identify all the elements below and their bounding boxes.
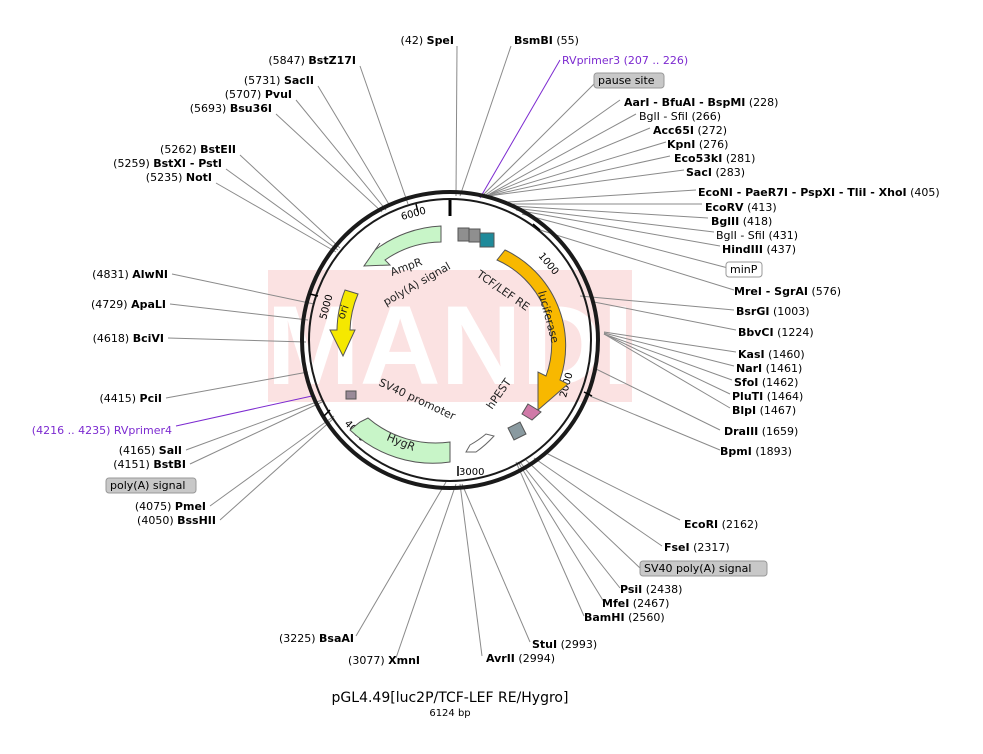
- label-noti: (5235) NotI: [146, 171, 212, 184]
- label-bgli-sfii-431: BglI - SfiI (431): [716, 229, 798, 242]
- ampr-arrow: [363, 225, 442, 267]
- left-labels: (5847) BstZ17I (5731) SacII (5707) PvuI …: [91, 54, 420, 667]
- label-blpi: BlpI (1467): [732, 404, 796, 417]
- label-psii: PsiI (2438): [620, 583, 682, 596]
- label-nari: NarI (1461): [736, 362, 802, 375]
- backbone-inner: [308, 198, 592, 482]
- label-bsrgi: BsrGI (1003): [736, 305, 810, 318]
- polya-signal-text: poly(A) signal: [110, 479, 185, 492]
- label-bcivi: (4618) BciVI: [93, 332, 164, 345]
- label-sali: (4165) SalI: [119, 444, 182, 457]
- tcf-lef-box: [479, 232, 495, 248]
- right-labels: AarI - BfuAI - BspMI (228) BglI - SfiI (…: [486, 96, 940, 665]
- label-pmei: (4075) PmeI: [135, 500, 206, 513]
- primer-label-rvprimer3: RVprimer3 (207 .. 226): [562, 54, 688, 67]
- watermark-backdrop: [268, 270, 632, 402]
- label-bstz17i: (5847) BstZ17I: [268, 54, 356, 67]
- label-pluti: PluTI (1464): [732, 390, 803, 403]
- label-avrii: AvrII (2994): [486, 652, 555, 665]
- label-sacii: (5731) SacII: [244, 74, 314, 87]
- minp-badge: [725, 261, 763, 278]
- label-bsteii: (5262) BstEII: [160, 143, 236, 156]
- backbone-outer: [300, 190, 600, 490]
- label-xmni: (3077) XmnI: [348, 654, 420, 667]
- label-apali: (4729) ApaLI: [91, 298, 166, 311]
- label-mrei-sgrai: MreI - SgrAI (576): [734, 285, 841, 298]
- leader-lines: [165, 45, 737, 659]
- boxed-labels: pause site minP poly(A) signal SV40 poly…: [105, 72, 768, 577]
- tick-label-6000: 6000: [400, 206, 427, 223]
- hygr-small-marker: [345, 390, 357, 400]
- pause-site-text: pause site: [598, 74, 655, 87]
- label-bamhi: BamHI (2560): [584, 611, 665, 624]
- pause-site-badge: [593, 72, 665, 89]
- label-aari-bfuai-bspmi: AarI - BfuAI - BspMI (228): [624, 96, 778, 109]
- ori-label: ori: [335, 303, 352, 321]
- label-econi-xhoi: EcoNI - PaeR7I - PspXI - TliI - XhoI (40…: [698, 186, 940, 199]
- label-acc65i: Acc65I (272): [653, 124, 727, 137]
- label-bsshii: (4050) BssHII: [137, 514, 216, 527]
- label-sfoi: SfoI (1462): [734, 376, 798, 389]
- hygr-arrow: [349, 417, 451, 464]
- label-draiii: DraIII (1659): [724, 425, 798, 438]
- label-bgli-sfii-266: BglI - SfiI (266): [639, 110, 721, 123]
- label-bsaai: (3225) BsaAI: [279, 632, 354, 645]
- label-bbvci: BbvCI (1224): [738, 326, 814, 339]
- scale-ticks: [309, 203, 593, 476]
- primer-leaders: [175, 59, 561, 427]
- top-label-spei: (42) SpeI: [401, 34, 454, 47]
- label-saci: SacI (283): [686, 166, 745, 179]
- label-eco53ki: Eco53kI (281): [674, 152, 755, 165]
- label-alwni: (4831) AlwNI: [92, 268, 168, 281]
- plasmid-title: pGL4.49[luc2P/TCF-LEF RE/Hygro]: [332, 690, 569, 706]
- primer-label-rvprimer4: (4216 .. 4235) RVprimer4: [32, 424, 172, 437]
- tick-label-3000: 3000: [459, 467, 484, 478]
- label-hindiii: HindIII (437): [722, 243, 796, 256]
- top-label-bsmbi: BsmBI (55): [514, 34, 579, 47]
- label-fsei: FseI (2317): [664, 541, 730, 554]
- label-bsu36i: (5693) Bsu36I: [190, 102, 272, 115]
- sv40-polya-marker: [507, 421, 527, 441]
- watermark-text: MANDI: [266, 283, 633, 408]
- sv40-polya-text: SV40 poly(A) signal: [644, 562, 751, 575]
- pause-site-box: [468, 228, 481, 243]
- sv40-promoter-arrow: [465, 433, 495, 453]
- sv40-polya-badge: [639, 560, 768, 577]
- label-pcii: (4415) PciI: [99, 392, 162, 405]
- label-ecorv: EcoRV (413): [705, 201, 777, 214]
- minp-text: minP: [730, 263, 758, 276]
- ori-arrow: [329, 289, 359, 358]
- label-kpni: KpnI (276): [667, 138, 728, 151]
- label-kasi: KasI (1460): [738, 348, 805, 361]
- label-bglii: BglII (418): [711, 215, 772, 228]
- label-mfei: MfeI (2467): [602, 597, 669, 610]
- label-bstxi-psti: (5259) BstXI - PstI: [113, 157, 222, 170]
- plasmid-length: 6124 bp: [429, 708, 470, 719]
- hpest-arrow: [521, 403, 542, 421]
- polya-signal-badge: [105, 477, 197, 494]
- label-pvui: (5707) PvuI: [225, 88, 292, 101]
- label-stui: StuI (2993): [532, 638, 597, 651]
- label-bpmi: BpmI (1893): [720, 445, 792, 458]
- label-ecori: EcoRI (2162): [684, 518, 758, 531]
- label-bstbi: (4151) BstBI: [113, 458, 186, 471]
- polya-box: [457, 227, 470, 242]
